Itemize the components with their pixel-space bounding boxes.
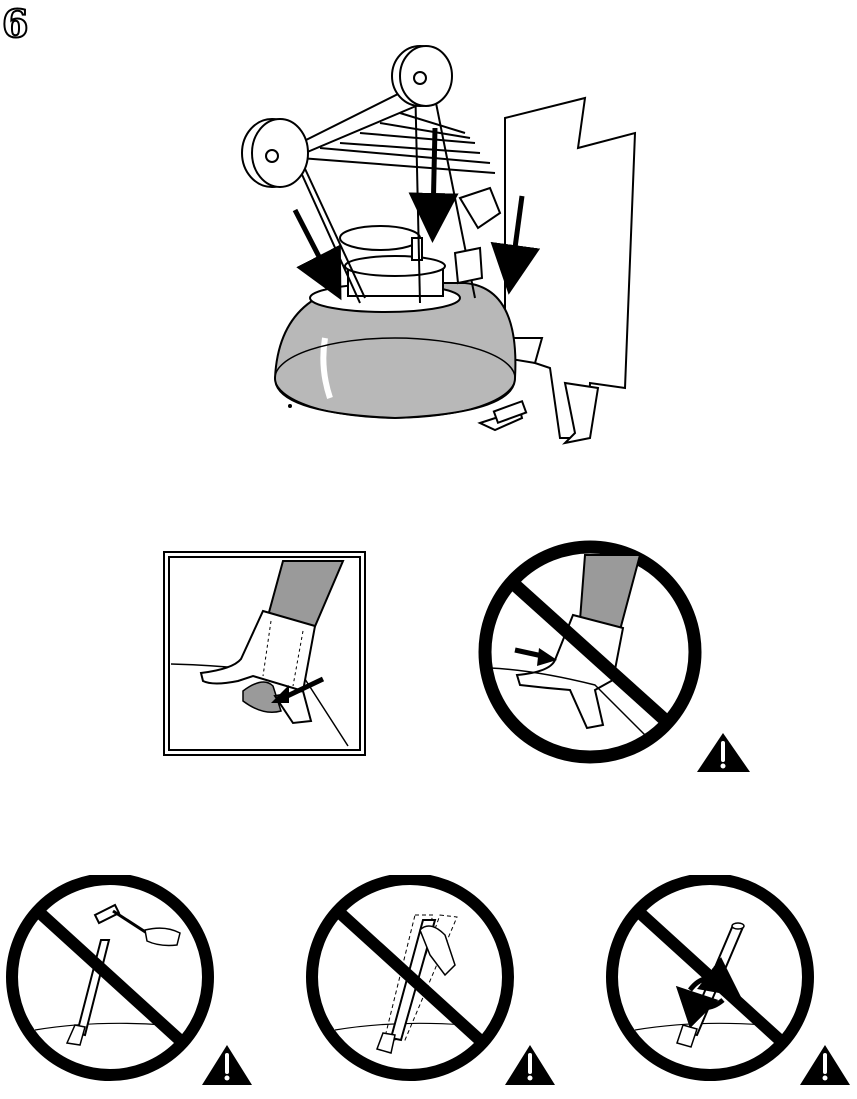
do-not-rock-leg-prohibited-illustration (305, 875, 560, 1090)
grill-leg-assembly-illustration (230, 38, 650, 468)
leg-collar (310, 226, 460, 312)
warning-icon (505, 1045, 555, 1085)
step-number: 6 (2, 4, 42, 44)
warning-icon (202, 1045, 252, 1085)
warning-icon (697, 733, 750, 772)
person-figure (505, 98, 635, 443)
wheel-left (242, 119, 308, 187)
do-not-hammer-leg-prohibited-illustration (5, 875, 255, 1090)
leg-seated-correctly-illustration (163, 551, 366, 756)
leg-not-seated-prohibited-illustration (475, 540, 760, 775)
do-not-twist-leg-prohibited-illustration (605, 875, 855, 1090)
wheel-right (392, 46, 452, 106)
warning-icon (800, 1045, 850, 1085)
